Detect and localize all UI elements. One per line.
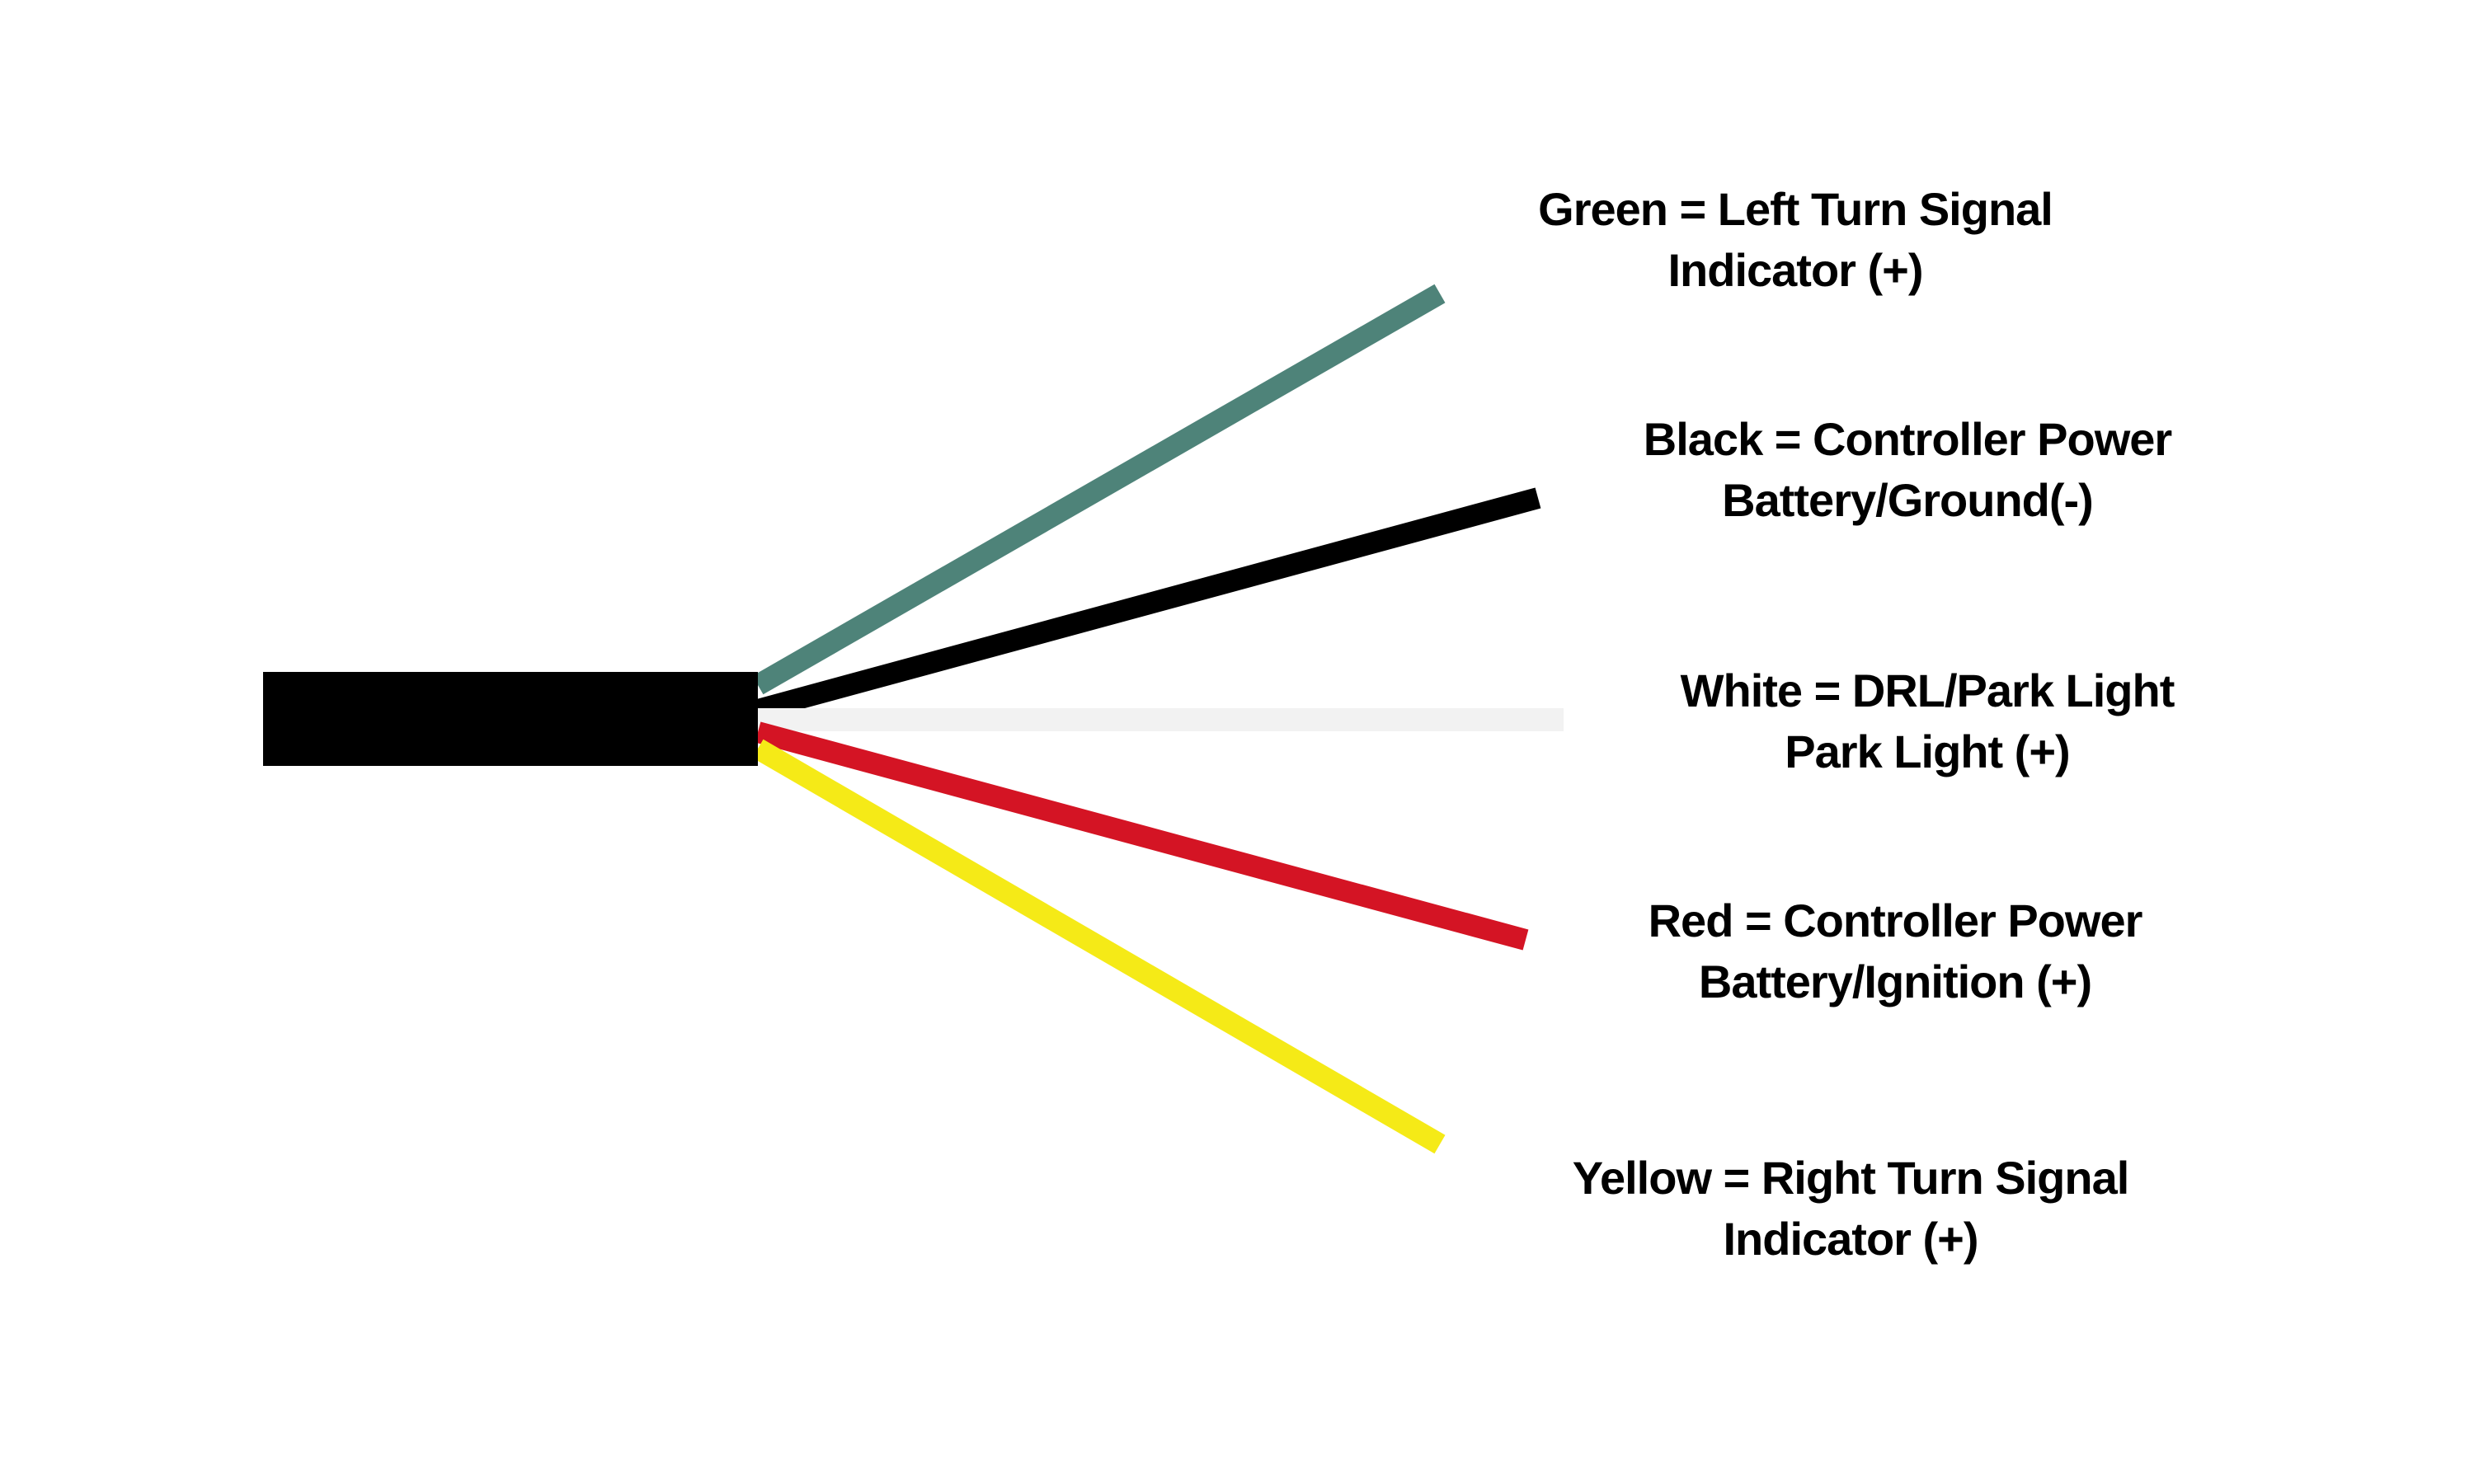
label-green: Green = Left Turn Signal Indicator (+) (1538, 179, 2053, 301)
wire-green (752, 284, 1446, 695)
label-green-line2: Indicator (+) (1667, 244, 1923, 296)
label-red: Red = Controller Power Battery/Ignition … (1648, 890, 2143, 1012)
label-yellow: Yellow = Right Turn Signal Indicator (+) (1572, 1148, 2130, 1270)
label-white: White = DRL/Park Light Park Light (+) (1681, 660, 2175, 782)
label-yellow-line1: Yellow = Right Turn Signal (1572, 1152, 2130, 1204)
label-yellow-line2: Indicator (+) (1723, 1213, 1978, 1265)
label-red-line2: Battery/Ignition (+) (1698, 956, 2092, 1007)
wire-yellow (752, 739, 1446, 1154)
wire-red (755, 721, 1529, 951)
label-black: Black = Controller Power Battery/Ground(… (1643, 409, 2172, 531)
cable-jacket (263, 672, 758, 766)
label-black-line1: Black = Controller Power (1643, 413, 2172, 465)
wire-black (755, 487, 1541, 721)
label-red-line1: Red = Controller Power (1648, 895, 2143, 946)
label-green-line1: Green = Left Turn Signal (1538, 183, 2053, 235)
label-white-line2: Park Light (+) (1785, 726, 2070, 777)
label-white-line1: White = DRL/Park Light (1680, 665, 2175, 716)
label-black-line2: Battery/Ground(-) (1722, 474, 2094, 526)
